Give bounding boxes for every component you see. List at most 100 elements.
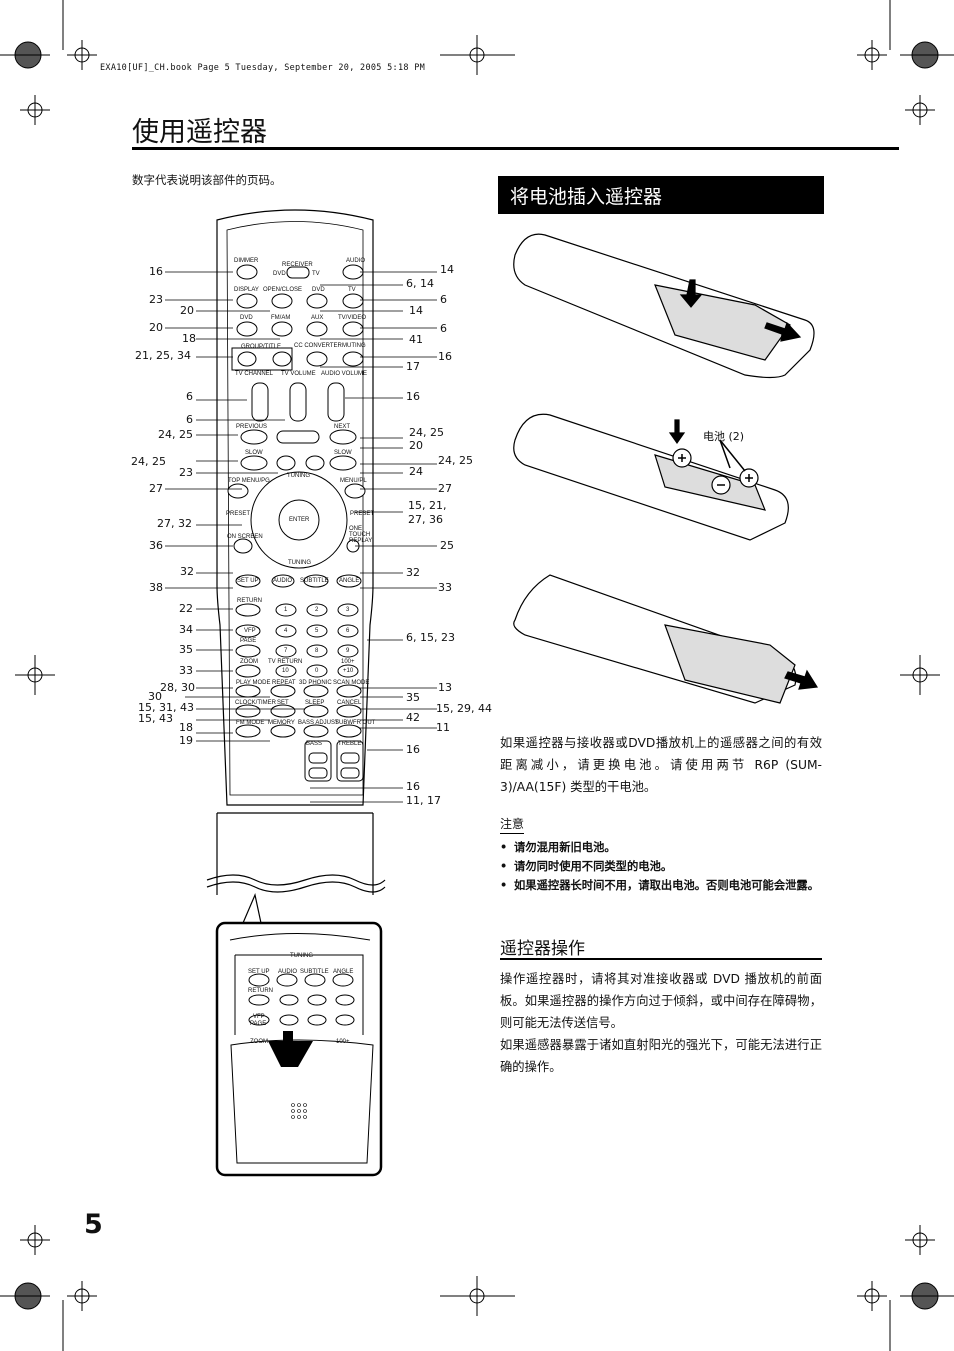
- callout-l-16: 22: [179, 602, 193, 615]
- key-plus10: +10: [343, 668, 354, 674]
- callout-l-3: 20: [149, 321, 163, 334]
- callout-l-9: 24, 25: [131, 455, 166, 468]
- lbl-tv-video: TV/VIDEO: [338, 315, 367, 321]
- callout-l-6: 6: [186, 390, 193, 403]
- callout-l-2: 20: [180, 304, 194, 317]
- lbl-dimmer: DIMMER: [234, 258, 259, 264]
- battery-label: 电池 (2): [703, 430, 745, 443]
- key-6: 6: [346, 628, 350, 634]
- lbl-bass-adjust: BASS ADJUST: [298, 720, 339, 726]
- callout-l-10: 23: [179, 466, 193, 479]
- note-text: 请勿同时使用不同类型的电池。: [514, 860, 673, 873]
- key-2: 2: [315, 607, 319, 613]
- inset-100plus: 100+: [336, 1039, 350, 1045]
- callout-l-19: 33: [179, 664, 193, 677]
- key-5: 5: [315, 628, 319, 634]
- callout-l-4: 18: [182, 332, 196, 345]
- callout-l-21: 30: [148, 690, 162, 703]
- lbl-group-title: GROUP/TITLE: [241, 344, 282, 350]
- lbl-preset-right: PRESET: [350, 511, 375, 517]
- lbl-sleep: SLEEP: [305, 700, 325, 706]
- lbl-on-screen: ON SCREEN: [227, 534, 263, 540]
- callout-l-1: 23: [149, 293, 163, 306]
- lbl-bass: BASS: [306, 741, 323, 747]
- lbl-tv-volume: TV VOLUME: [281, 371, 316, 377]
- callout-r-3: 14: [409, 304, 423, 317]
- lbl-tuning-up: TUNING: [287, 473, 310, 479]
- inset-page: PAGE: [250, 1021, 267, 1027]
- lbl-scan-mode: SCAN MODE: [333, 680, 370, 686]
- key-10: 10: [282, 668, 289, 674]
- battery-paragraph: 如果遥控器与接收器或DVD播放机上的遥感器之间的有效距离减小，请更换电池。请使用…: [500, 736, 822, 794]
- callout-l-17: 34: [179, 623, 193, 636]
- callout-l-20: 28, 30: [160, 681, 195, 694]
- callout-r-20: 13: [438, 681, 452, 694]
- callout-l-24: 18: [179, 721, 193, 734]
- lbl-next: NEXT: [334, 424, 351, 430]
- callout-r-4: 6: [440, 322, 447, 335]
- inset-audio: AUDIO: [278, 969, 298, 975]
- lbl-aux: AUX: [311, 315, 324, 321]
- lbl-subwfr-out: SUBWFR OUT: [335, 720, 376, 726]
- callout-r-21: 35: [406, 691, 420, 704]
- lbl-tv-return: TV RETURN: [268, 659, 303, 665]
- callout-r-18: 33: [438, 581, 452, 594]
- page-number: 5: [84, 1209, 103, 1240]
- callout-r-22: 15, 29, 44: [436, 702, 492, 715]
- lbl-dvd-top: DVD: [312, 287, 325, 293]
- callout-l-5: 21, 25, 34: [135, 349, 191, 362]
- lbl-memory: MEMORY: [268, 720, 295, 726]
- lbl-muting: MUTING: [342, 343, 366, 349]
- callout-r-10: 20: [409, 439, 423, 452]
- callout-r-26: 16: [406, 780, 420, 793]
- lbl-set: SET: [277, 700, 289, 706]
- lbl-top-menu: TOP MENU/PG: [228, 478, 270, 484]
- inset-subtitle: SUBTITLE: [300, 969, 329, 975]
- lbl-dvd: DVD: [240, 315, 253, 321]
- section-header: 将电池插入遥控器: [498, 176, 824, 214]
- note-item: •如果遥控器长时间不用，请取出电池。否则电池可能会泄露。: [500, 876, 822, 895]
- key-3: 3: [346, 607, 350, 613]
- key-7: 7: [284, 648, 288, 654]
- lbl-receiver: RECEIVER: [282, 262, 313, 268]
- lbl-slow-left: SLOW: [245, 450, 263, 456]
- callout-r-12: 24: [409, 465, 423, 478]
- callout-r-25: 16: [406, 743, 420, 756]
- inset-zoom: ZOOM: [250, 1039, 268, 1045]
- callout-r-1: 6, 14: [406, 277, 434, 290]
- callout-r-11: 24, 25: [438, 454, 473, 467]
- operation-paragraph-1: 操作遥控器时，请将其对准接收器或 DVD 播放机的前面板。如果遥控器的操作方向过…: [500, 972, 822, 1030]
- intro-text: 数字代表说明该部件的页码。: [132, 173, 282, 187]
- callout-r-15: 27, 36: [408, 513, 443, 526]
- lbl-cc-converter: CC CONVERTER: [294, 343, 342, 349]
- lbl-dvd-tv: DVD: [273, 271, 286, 277]
- inset-set-up: SET UP: [248, 969, 270, 975]
- callout-r-5: 41: [409, 333, 423, 346]
- lbl-return: RETURN: [237, 598, 262, 604]
- callout-l-14: 32: [180, 565, 194, 578]
- callout-r-0: 14: [440, 263, 454, 276]
- inset-vfp: VFP: [253, 1014, 265, 1020]
- callout-l-12: 27, 32: [157, 517, 192, 530]
- note-item: •请勿同时使用不同类型的电池。: [500, 857, 822, 876]
- lbl-previous: PREVIOUS: [236, 424, 268, 430]
- lbl-fm-mode: FM MODE: [236, 720, 265, 726]
- callout-r-23: 42: [406, 711, 420, 724]
- callout-r-14: 15, 21,: [408, 499, 447, 512]
- lbl-set-up: SET UP: [237, 578, 259, 584]
- note-heading: 注意: [500, 816, 525, 834]
- inset-return: RETURN: [248, 988, 273, 994]
- lbl-enter: ENTER: [289, 517, 310, 523]
- lbl-audio-volume: AUDIO VOLUME: [321, 371, 368, 377]
- callout-l-11: 27: [149, 482, 163, 495]
- callout-l-13: 36: [149, 539, 163, 552]
- callout-r-17: 32: [406, 566, 420, 579]
- lbl-clock-timer: CLOCK/TIMER: [235, 700, 277, 706]
- lbl-menu-pl: MENU/PL: [340, 478, 367, 484]
- lbl-tuning-down: TUNING: [288, 560, 311, 566]
- lbl-one-touch: ONE TOUCH REPLAY: [349, 526, 373, 544]
- callout-l-23: 15, 43: [138, 712, 173, 725]
- callout-l-8: 24, 25: [158, 428, 193, 441]
- lbl-subtitle: SUBTITLE: [300, 578, 329, 584]
